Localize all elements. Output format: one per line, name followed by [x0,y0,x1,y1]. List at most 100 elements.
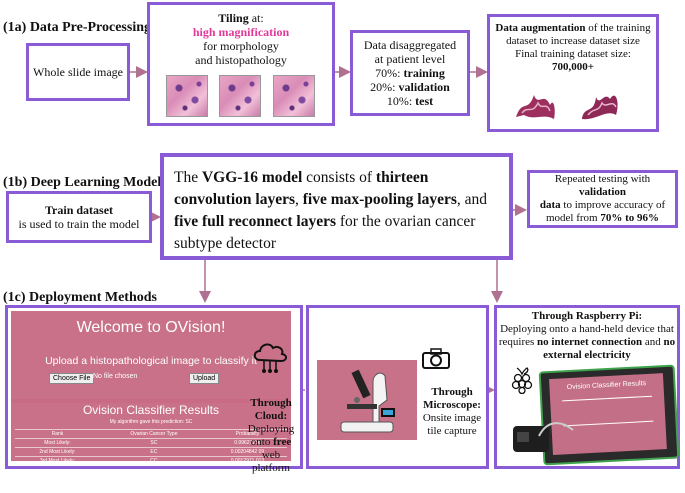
split-train: training [403,66,445,80]
tiling-at: at: [248,11,264,25]
val-text-d: to improve accuracy of [560,199,666,211]
web-prediction: My algorithm gave this prediction: SC [109,419,193,425]
aug-rest: of the training [585,22,651,34]
power-bank-port [517,432,529,442]
rpi-no: no [663,336,676,348]
vgg-text-d: thirteen [375,169,429,186]
camera-icon [422,348,450,369]
rpi-no-internet: no internet connection [537,336,643,348]
vgg-model-name: VGG-16 model [201,169,303,186]
microscope-icon [340,369,395,433]
split-test-pct: 10%: [386,94,416,108]
col-type: Ovarian Cancer Type [99,429,208,439]
vgg-model-box: The VGG-16 model consists of thirteen co… [160,153,513,260]
tile-image-1 [166,75,208,117]
web-upload-panel: Welcome to OVision! Upload a histopathol… [11,311,291,399]
rpi-deployment-box: Through Raspberry Pi: Deploying onto a h… [494,305,680,469]
micro-line1: Onsite image [422,412,482,424]
split-validation: validation [398,80,450,94]
tiling-title: Tiling [218,11,249,25]
split-train-pct: 70%: [375,66,404,80]
cloud-deployment-box: Welcome to OVision! Upload a histopathol… [5,305,303,469]
table-row: 2nd Most Likely: EC 0.00204842 09 [15,447,287,457]
val-text-b: validation [578,186,627,198]
choose-file-button[interactable]: Choose File [49,373,95,384]
vgg-fc-layers: five full reconnect layers [174,213,336,230]
split-val-pct: 20%: [370,80,399,94]
micro-title: Through [431,386,473,398]
web-app-screenshot: Welcome to OVision! Upload a histopathol… [11,311,291,465]
micro-title2: Microscope: [423,399,481,411]
no-file-label: No file chosen [93,373,138,380]
train-dataset-sub: is used to train the model [18,217,140,231]
cell: 0.00204842 09 [207,447,287,457]
cell: 0.0012971 013 [207,456,287,465]
aug-title: Data augmentation [495,22,586,34]
val-text-c: data [539,199,561,211]
cell: 3rd Most Likely: [15,456,100,465]
vgg-text-f: , [295,191,303,208]
train-dataset-title: Train dataset [44,203,114,217]
cloud-caption: Through Cloud: Deploying onto free web p… [240,397,302,475]
wsi-label: Whole slide image [33,65,123,79]
cloud-line3: web [261,449,281,461]
section-title-preprocessing: (1a) Data Pre-Processing [3,20,151,35]
col-rank: Rank [15,429,100,439]
vgg-text-k: subtype detector [174,235,277,252]
tiling-line4: and histopathology [195,53,287,67]
tiling-line3: for morphology [203,39,279,53]
aug-line3: Final training dataset size: [515,48,631,60]
split-test: test [415,94,434,108]
rpi-line2c: and [642,336,664,348]
cell: CC [99,456,208,465]
rpi-title: Through Raspberry Pi: [531,310,643,322]
rpi-no-electricity: external electricity [543,349,631,361]
aug-line2: dataset to increase dataset size [506,35,640,47]
augmentation-box: Data augmentation of the training datase… [487,14,659,132]
cloud-free: free [273,436,292,448]
vgg-pool-layers: five max-pooling layers [302,191,457,208]
rpi-line2a: requires [498,336,538,348]
cell: 0.99627256 [207,438,287,448]
table-row: 3rd Most Likely: CC 0.0012971 013 [15,456,287,465]
raspberry-pi-icon [511,367,533,394]
vgg-text-c: consists of [302,169,376,186]
upload-button[interactable]: Upload [189,373,220,384]
rpi-screen-title: Ovision Classifier Results [566,380,647,392]
cloud-line1: Deploying [247,423,295,435]
aug-size: 700,000+ [551,61,595,73]
val-accuracy: 70% to 96% [600,212,660,224]
cell: Most Likely: [15,438,100,448]
rpi-line1: Deploying onto a hand-held device that [500,323,674,335]
augmented-tile-1 [516,95,555,119]
web-results-table: Rank Ovarian Cancer Type Probability Mos… [15,429,287,465]
tiling-box: Tiling at: high magnification for morpho… [147,2,335,126]
cable-icon [538,422,574,437]
split-line2: at patient level [374,52,446,66]
section-title-deep-learning: (1b) Deep Learning Model [3,175,162,190]
web-upload-prompt: Upload a histopathological image to clas… [45,355,257,367]
augmented-tile-2 [582,95,618,120]
cloud-title2: Cloud: [254,410,288,422]
tile-image-3 [273,75,315,117]
cell: 2nd Most Likely: [15,447,100,457]
cloud-title: Through [250,397,292,409]
vgg-text-a: The [174,169,202,186]
vgg-text-h: , and [456,191,488,208]
cell: SC [99,438,208,448]
cloud-line2a: onto [250,436,274,448]
cloud-line4: platform [252,462,290,474]
split-line1: Data disaggregated [363,38,457,52]
web-welcome: Welcome to OVision! [76,319,226,336]
cell: EC [99,447,208,457]
rpi-device: Ovision Classifier Results [538,364,680,466]
tiling-highlight: high magnification [192,25,290,39]
train-dataset-box: Train dataset is used to train the model [6,191,152,243]
web-results-title: Ovision Classifier Results [82,403,220,417]
rpi-caption: Through Raspberry Pi: Deploying onto a h… [497,310,677,362]
validation-box: Repeated testing with validation data to… [527,170,678,228]
wsi-box: Whole slide image [26,43,130,101]
vgg-text-j: for the ovarian cancer [336,213,476,230]
val-text-e: model from [545,212,601,224]
val-text-a: Repeated testing with [554,173,651,185]
